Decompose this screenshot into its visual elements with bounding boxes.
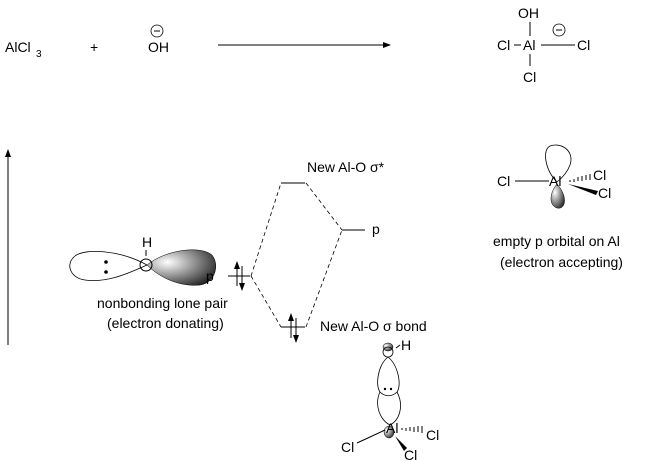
- product-cl-right: Cl: [577, 37, 590, 53]
- right-level-label: p: [372, 221, 380, 237]
- correlation-lines: [250, 182, 343, 328]
- right-caption-line2: (electron accepting): [500, 254, 623, 270]
- complex-cl-right: Cl: [426, 427, 439, 443]
- hydroxide-lone-pair-orbital: H nonbonding lone pair (electron donatin…: [69, 234, 228, 331]
- al-o-bond-complex: H Al Cl Cl Cl: [341, 337, 439, 461]
- product-cl-bottom: Cl: [523, 69, 536, 85]
- reactant-alcl3-subscript: 3: [36, 49, 42, 60]
- sigma-star-label: New Al-O σ*: [307, 159, 385, 175]
- atom-al: Al: [549, 173, 561, 189]
- product-cl-left: Cl: [497, 37, 510, 53]
- product-al: Al: [523, 37, 535, 53]
- left-caption-line2: (electron donating): [107, 315, 224, 331]
- left-caption-line1: nonbonding lone pair: [97, 295, 228, 311]
- complex-cl-left: Cl: [341, 439, 354, 455]
- complex-h: H: [401, 337, 411, 353]
- negative-charge-icon: [552, 23, 566, 37]
- aluminum-empty-p-orbital: Cl Al Cl Cl empty p orbital on Al (elect…: [493, 144, 623, 270]
- complex-cl-bottom: Cl: [404, 447, 417, 461]
- atom-h: H: [142, 234, 152, 250]
- cl-left: Cl: [497, 173, 510, 189]
- complex-al: Al: [386, 420, 398, 436]
- hydroxide-label: OH: [148, 39, 169, 55]
- left-level-label: p: [206, 268, 214, 284]
- product-alcl3oh: OH Cl Al Cl Cl: [497, 5, 590, 85]
- atom-o: [139, 258, 153, 272]
- cl-upper: Cl: [593, 167, 606, 183]
- sigma-bond-label: New Al-O σ bond: [320, 318, 427, 334]
- hydroxide: OH: [148, 24, 169, 55]
- product-oh: OH: [518, 5, 539, 21]
- plus-sign: +: [90, 39, 98, 55]
- cl-lower: Cl: [598, 185, 611, 201]
- negative-charge-icon: [150, 24, 164, 38]
- reactant-alcl3-label: AlCl: [5, 39, 31, 55]
- reactant-alcl3: AlCl 3: [5, 39, 42, 60]
- right-caption-line1: empty p orbital on Al: [493, 233, 620, 249]
